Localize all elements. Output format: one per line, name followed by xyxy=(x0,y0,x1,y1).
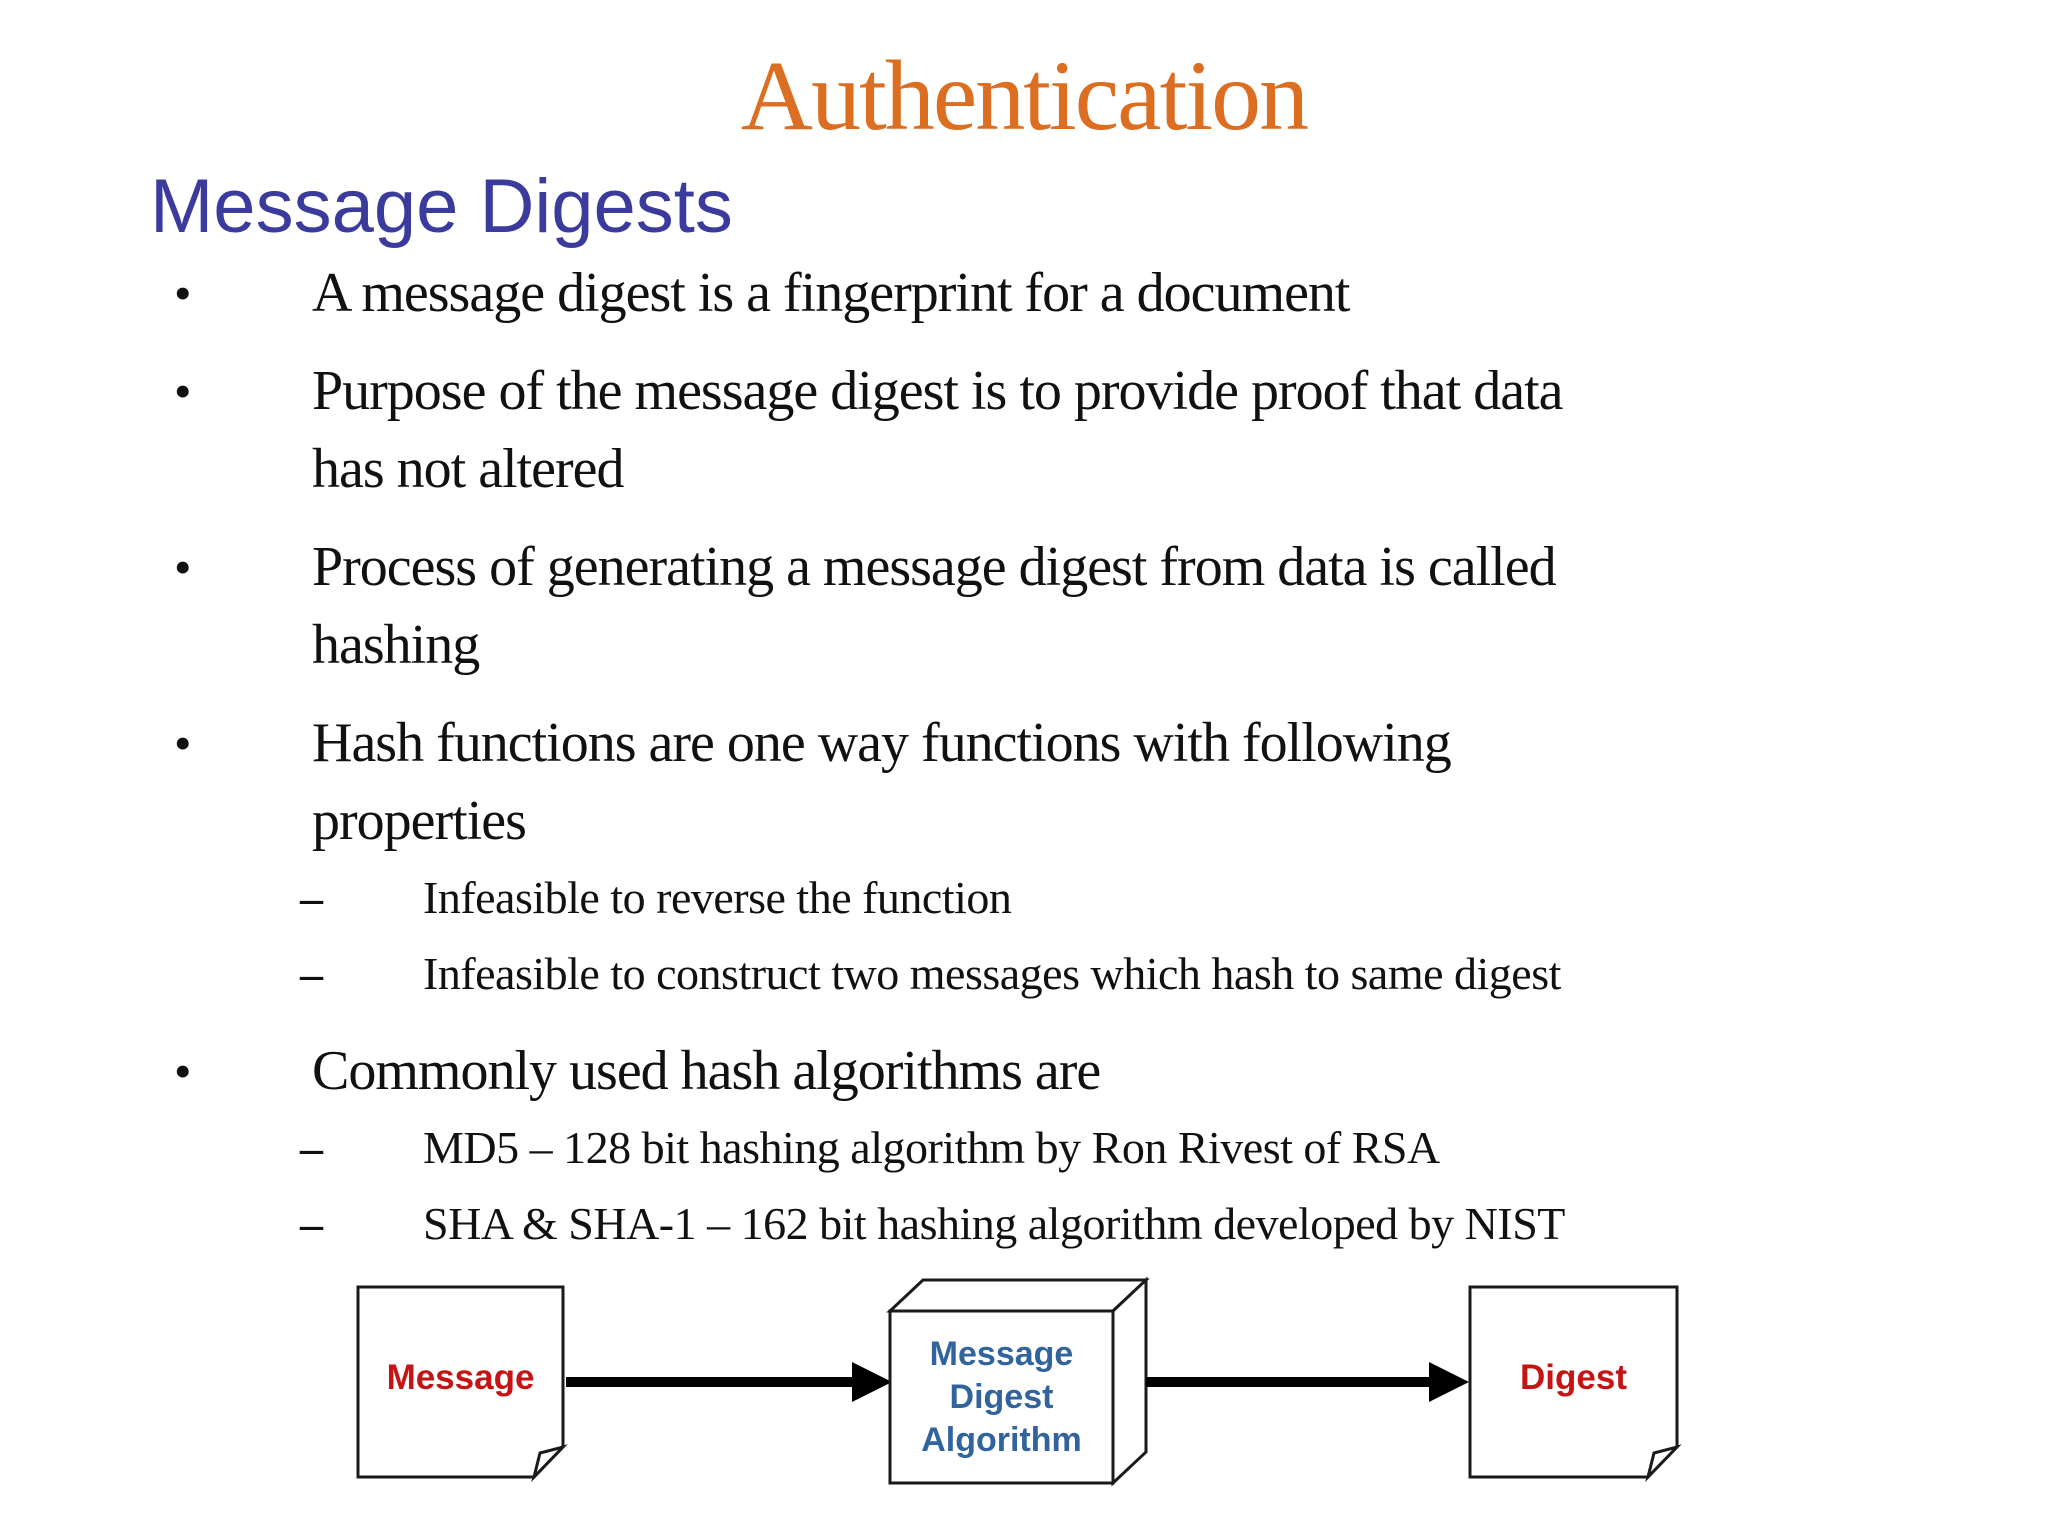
bullet-item: • Purpose of the message digest is to pr… xyxy=(150,352,1910,508)
folded-corner-icon xyxy=(531,1444,568,1483)
bullet-text: Hash functions are one way functions wit… xyxy=(312,712,1452,852)
folded-corner-icon xyxy=(1645,1444,1682,1483)
arrow-icon xyxy=(566,1362,892,1402)
bullet-icon: • xyxy=(174,715,192,771)
algorithm-box-label: Message Digest Algorithm xyxy=(921,1334,1082,1459)
algorithm-box-shape xyxy=(886,1276,1150,1487)
sub-bullet-item: – Infeasible to reverse the function xyxy=(150,860,1910,936)
bullet-item: • Commonly used hash algorithms are xyxy=(150,1032,1910,1110)
dash-icon: – xyxy=(300,872,323,923)
sub-bullet-text: Infeasible to reverse the function xyxy=(423,872,1012,923)
bullet-item: • Process of generating a message digest… xyxy=(150,528,1910,684)
sub-bullet-text: MD5 – 128 bit hashing algorithm by Ron R… xyxy=(423,1122,1440,1173)
dash-icon: – xyxy=(300,1122,323,1173)
diagram-canvas xyxy=(356,1276,1682,1487)
sub-bullet-text: Infeasible to construct two messages whi… xyxy=(423,948,1561,999)
bullet-item: • A message digest is a fingerprint for … xyxy=(150,254,1910,332)
bullet-text: Purpose of the message digest is to prov… xyxy=(312,360,1564,500)
sub-bullet-item: – Infeasible to construct two messages w… xyxy=(150,936,1910,1012)
section-heading: Message Digests xyxy=(150,164,733,249)
message-document-shape xyxy=(356,1285,568,1483)
bullet-text: Process of generating a message digest f… xyxy=(312,536,1557,676)
sub-bullet-item: – MD5 – 128 bit hashing algorithm by Ron… xyxy=(150,1110,1910,1186)
bullet-icon: • xyxy=(174,363,192,419)
bullet-text: A message digest is a fingerprint for a … xyxy=(312,262,1351,324)
bullet-text: Commonly used hash algorithms are xyxy=(312,1040,1101,1102)
arrow-icon xyxy=(1146,1362,1469,1402)
bullet-icon: • xyxy=(174,539,192,595)
bullet-list: • A message digest is a fingerprint for … xyxy=(150,254,1910,1262)
dash-icon: – xyxy=(300,948,323,999)
sub-bullet-text: SHA & SHA-1 – 162 bit hashing algorithm … xyxy=(423,1198,1565,1249)
digest-doc-label: Digest xyxy=(1520,1358,1627,1397)
slide-title: Authentication xyxy=(740,40,1309,151)
sub-bullet-item: – SHA & SHA-1 – 162 bit hashing algorith… xyxy=(150,1186,1910,1262)
bullet-icon: • xyxy=(174,1043,192,1099)
dash-icon: – xyxy=(300,1198,323,1249)
bullet-icon: • xyxy=(174,265,192,321)
bullet-item: • Hash functions are one way functions w… xyxy=(150,704,1910,860)
hash-flow-diagram: Message Message Digest Algorithm Digest xyxy=(0,1260,2048,1536)
digest-document-shape xyxy=(1468,1285,1682,1483)
message-doc-label: Message xyxy=(386,1358,535,1397)
